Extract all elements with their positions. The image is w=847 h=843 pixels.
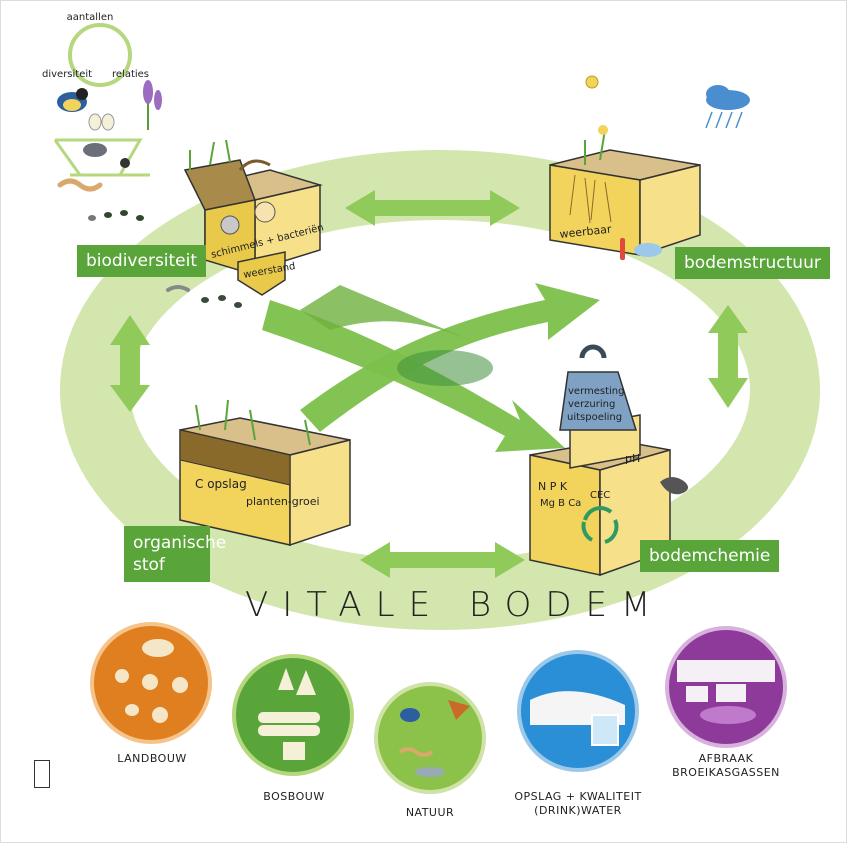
biodiversity-pyramid (53, 80, 162, 221)
service-label-greenhouse: AFBRAAK BROEIKASGASSEN (672, 752, 780, 779)
annotation-resilient: weerbaar (559, 223, 613, 241)
soil-block-biodiversity: schimmels + bacteriën weerstand (183, 139, 325, 296)
service-water (517, 650, 639, 772)
artist-signature (34, 760, 50, 788)
service-label-landbouw: LANDBOUW (117, 752, 187, 765)
annotation-mg-b-ca: Mg B Ca (540, 498, 581, 509)
spider-icon (120, 158, 130, 168)
annotation-c-storage: C opslag (195, 477, 247, 491)
label-soil-structure: bodemstructuur (675, 247, 830, 279)
weight-icon (559, 344, 638, 431)
recycle-icon (581, 506, 619, 544)
service-landbouw (90, 622, 212, 744)
label-organic-matter: organische stof (124, 526, 226, 582)
service-greenhouse (665, 626, 787, 748)
cycle-label-aantallen: aantallen (67, 12, 114, 23)
service-bosbouw (232, 654, 354, 776)
wildlife-icon (398, 700, 470, 777)
soil-block-soil-structure: weerbaar (549, 75, 750, 260)
annotation-weight-1: vermesting (568, 386, 625, 397)
annotation-plant-growth: planten-groei (246, 495, 320, 508)
thermometer-icon (620, 238, 625, 260)
service-label-water: OPSLAG + KWALITEIT (DRINK)WATER (514, 790, 642, 817)
water-glass-icon (530, 691, 625, 746)
cross-arrow-2 (300, 283, 600, 432)
butterfly-icon (88, 113, 115, 131)
worm-icon (57, 178, 103, 192)
soil-block-soil-chemistry: N P K Mg B Ca CEC pH vermesting verzurin… (529, 344, 689, 577)
arrow-left (110, 315, 150, 412)
greenhouse-gas-icon (677, 660, 775, 724)
forest-logs-icon (258, 668, 320, 760)
page-title: VITALE BODEM (245, 585, 665, 625)
arrow-top (345, 190, 520, 226)
service-natuur (374, 682, 486, 794)
rain-cloud-icon (705, 85, 750, 129)
arrow-bottom (360, 542, 525, 578)
lavender-icon (143, 80, 162, 130)
soil-creatures-icon (166, 285, 242, 308)
woodlouse-icon (83, 143, 107, 157)
label-soil-chemistry: bodemchemie (640, 540, 780, 572)
ring-arrows (110, 190, 748, 578)
annotation-cec: CEC (590, 490, 610, 501)
cycle-ring (60, 150, 820, 630)
cross-arrow-3 (300, 285, 470, 340)
small-beetles-icon (88, 210, 144, 221)
cross-arrows (262, 283, 600, 452)
annotation-npk: N P K (538, 480, 568, 493)
biodiversity-cycle: aantallen diversiteit relaties (42, 12, 149, 87)
service-label-bosbouw: BOSBOUW (263, 790, 325, 803)
sun-icon (585, 75, 599, 89)
soil-block-organic-matter: C opslag planten-groei (179, 399, 351, 547)
cycle-label-relaties: relaties (112, 69, 149, 80)
cycle-label-diversiteit: diversiteit (42, 69, 92, 80)
arrow-right (708, 305, 748, 408)
farm-produce-icon (115, 639, 188, 723)
emission-plume-icon (660, 477, 689, 495)
annotation-ph: pH (625, 452, 640, 465)
small-cloud-icon (634, 243, 662, 257)
annotation-weight-3: uitspoeling (567, 412, 622, 423)
cross-overlap (397, 350, 493, 386)
label-biodiversity: biodiversiteit (77, 245, 207, 277)
service-label-natuur: NATUUR (405, 806, 455, 819)
annotation-weight-2: verzuring (568, 399, 615, 410)
